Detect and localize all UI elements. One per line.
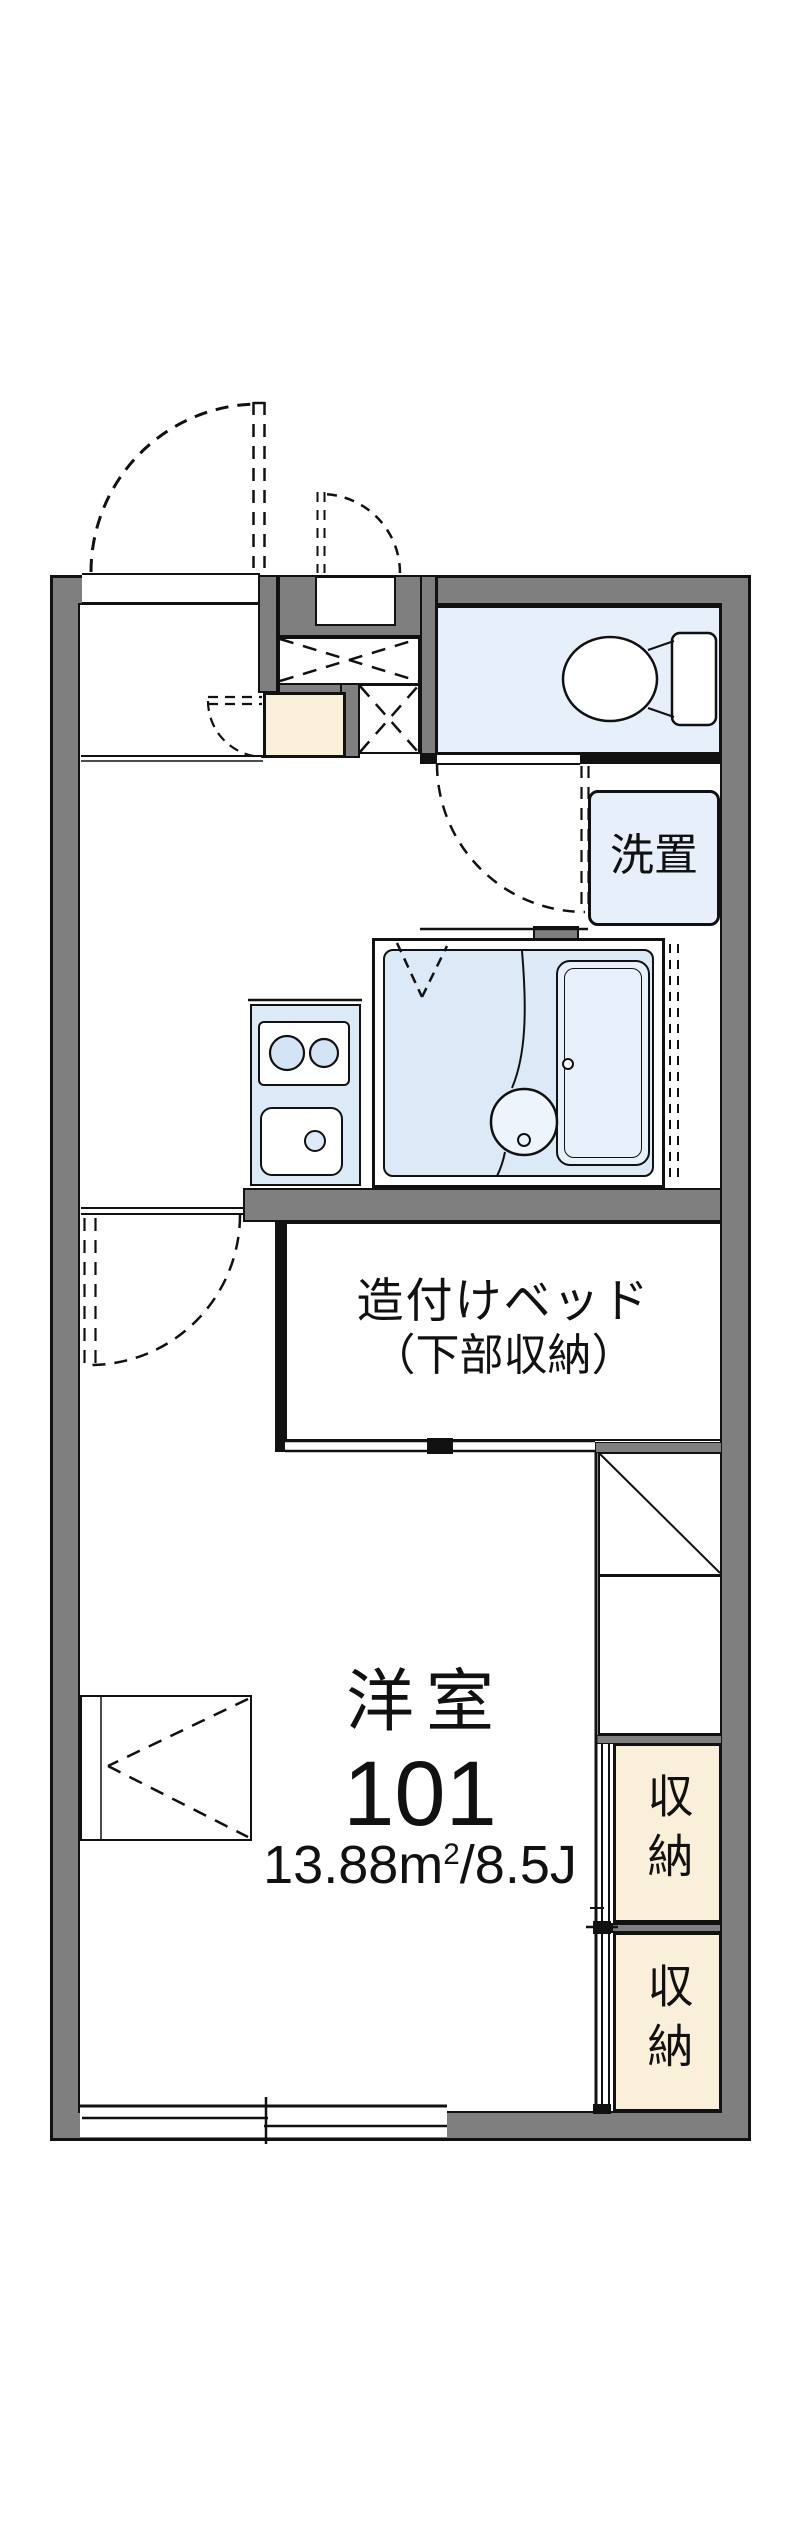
washer-label: 洗置	[610, 831, 698, 880]
bed-label-line2: （下部収納）	[371, 1331, 636, 1380]
hatch-area-top	[278, 637, 420, 685]
entrance-door-swing	[89, 401, 266, 573]
storage-upper-label: 収納	[641, 1772, 694, 1892]
kitchen-sink	[260, 1107, 343, 1176]
shelf-space	[598, 1575, 722, 1735]
bed-label-line1: 造付けベッド	[356, 1274, 651, 1327]
toilet-room	[435, 605, 722, 755]
wall-kitchen-south	[243, 1188, 722, 1222]
meterbox-door-swing	[316, 492, 402, 574]
storage-lower-box	[613, 1932, 722, 2112]
meterbox-niche	[315, 576, 396, 626]
area-suffix: /8.5J	[459, 1835, 577, 1895]
window-opening	[80, 2106, 447, 2137]
bed-area	[285, 1222, 722, 1441]
room-number-label: 101	[343, 1743, 497, 1845]
wall-bed-left	[275, 1222, 285, 1452]
storage-upper-box	[613, 1743, 722, 1923]
area-number: 13.88m	[263, 1835, 444, 1895]
entrance-opening	[82, 573, 260, 604]
kitchen-stove	[258, 1021, 350, 1086]
wall-entry-right	[258, 575, 278, 693]
room-area-label: 13.88m2/8.5J	[120, 1838, 720, 1892]
storage-divider-end	[593, 1921, 611, 1934]
hatch-area-col	[358, 684, 420, 754]
area-superscript: 2	[443, 1838, 460, 1871]
storage-lower-label: 収納	[641, 1962, 694, 2082]
shoe-cabinet	[263, 692, 346, 758]
bathtub-inner	[564, 968, 642, 1158]
washer-space	[588, 790, 720, 926]
refrigerator-space	[598, 1452, 722, 1576]
room-type-label: 洋室	[345, 1664, 506, 1740]
